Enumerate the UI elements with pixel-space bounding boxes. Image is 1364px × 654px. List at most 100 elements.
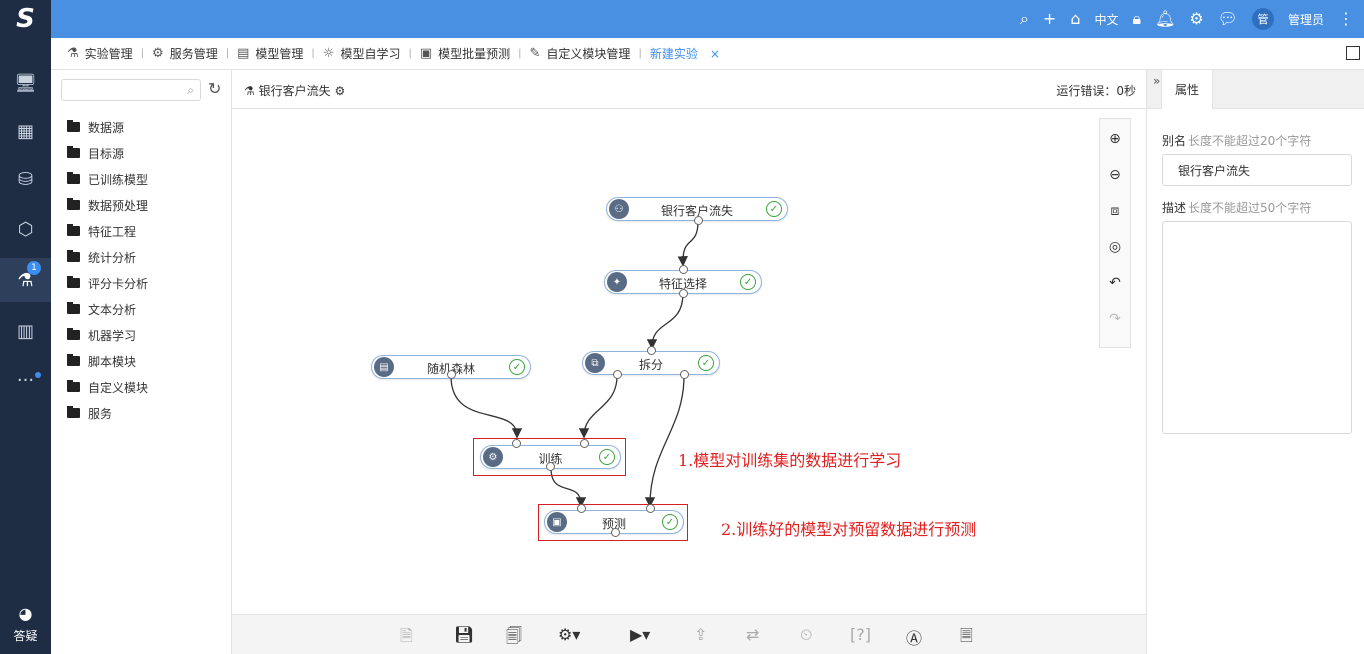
tree-item[interactable]: 机器学习 — [67, 322, 148, 348]
tab-service-management[interactable]: ⚙服务管理 — [152, 46, 218, 61]
save-as-icon[interactable]: 🗐︎ — [506, 626, 522, 645]
chat-icon[interactable]: 💬︎ — [1217, 9, 1238, 28]
tree-item[interactable]: 评分卡分析 — [67, 270, 148, 296]
input-port[interactable] — [679, 265, 688, 274]
tab-batch-predict[interactable]: ▣模型批量预测 — [419, 46, 511, 61]
tab-separator: | — [638, 48, 642, 59]
help-icon[interactable]: [?] — [850, 625, 871, 644]
fit-view-icon[interactable]: ⧈ — [1110, 203, 1120, 219]
settings-icon[interactable]: ⚙ — [1189, 9, 1204, 28]
more-icon[interactable]: ⋮ — [1338, 9, 1354, 28]
notification-dot — [35, 372, 41, 378]
chart-icon: ▥ — [16, 320, 34, 342]
sidebar-item-monitor[interactable]: 🖥︎ — [0, 63, 51, 103]
sidebar-item-database[interactable]: ⛁ — [0, 159, 51, 199]
output-port[interactable] — [680, 370, 689, 379]
feature-icon: ✦ — [607, 272, 627, 292]
close-icon[interactable]: × — [709, 46, 720, 61]
tree-item[interactable]: 数据源 — [67, 114, 148, 140]
sidebar-item-more[interactable]: ··· — [0, 360, 51, 400]
node-split[interactable]: ⧉ 拆分 ✓ — [582, 351, 720, 375]
output-port[interactable] — [546, 462, 555, 471]
node-bank-churn[interactable]: ⚇ 银行客户流失 ✓ — [606, 197, 788, 221]
search-icon[interactable]: ⌕ — [1019, 9, 1029, 28]
output-port[interactable] — [611, 528, 620, 537]
input-port[interactable] — [577, 504, 586, 513]
tree-item[interactable]: 统计分析 — [67, 244, 148, 270]
refresh-icon[interactable]: ↻ — [208, 79, 222, 98]
schedule-icon[interactable]: ⏲ — [800, 625, 813, 644]
help-label: 答疑 — [13, 629, 38, 643]
grid-icon: ▦ — [16, 120, 34, 142]
tab-model-self-learning[interactable]: ☼模型自学习 — [322, 46, 401, 61]
zoom-out-icon[interactable]: ⊖ — [1109, 167, 1121, 183]
search-input[interactable]: ⌕ — [61, 79, 201, 101]
app-logo[interactable]: S — [0, 0, 51, 38]
success-check-icon: ✓ — [599, 449, 615, 465]
tree-item[interactable]: 数据预处理 — [67, 192, 148, 218]
bulb-icon: ☼ — [322, 46, 335, 61]
output-port[interactable] — [694, 216, 703, 225]
input-port[interactable] — [646, 504, 655, 513]
avatar[interactable]: 管 — [1251, 8, 1274, 30]
export-icon[interactable]: ⇪ — [694, 625, 708, 644]
sidebar-item-cube[interactable]: ⬡ — [0, 209, 51, 249]
save-icon[interactable]: 💾︎ — [454, 625, 475, 644]
input-port[interactable] — [647, 346, 656, 355]
output-port[interactable] — [679, 289, 688, 298]
user-name[interactable]: 管理员 — [1287, 12, 1324, 27]
run-error-status: 运行错误：0秒 — [1056, 84, 1136, 98]
input-port[interactable] — [580, 439, 589, 448]
tab-experiment-management[interactable]: ⚗实验管理 — [67, 46, 133, 61]
tab-new-experiment[interactable]: 新建实验 — [649, 47, 698, 61]
folder-icon — [67, 406, 80, 418]
lock-icon[interactable]: 🔒︎ — [1132, 9, 1142, 28]
tab-bar: ⚗实验管理 | ⚙服务管理 | ▤模型管理 | ☼模型自学习 | ▣模型批量预测… — [51, 38, 1364, 70]
zoom-in-icon[interactable]: ⊕ — [1109, 131, 1121, 147]
tree-item[interactable]: 脚本模块 — [67, 348, 148, 374]
maximize-button[interactable] — [1346, 46, 1360, 60]
tab-custom-module-management[interactable]: ✎自定义模块管理 — [529, 46, 631, 61]
tree-item[interactable]: 自定义模块 — [67, 374, 148, 400]
experiment-title[interactable]: ⚗ 银行客户流失 ⚙ — [244, 84, 346, 98]
bell-icon[interactable]: 🔔︎ — [1155, 9, 1176, 28]
description-textarea[interactable] — [1162, 221, 1352, 434]
locate-icon[interactable]: ◎ — [1108, 239, 1122, 255]
plus-icon[interactable]: + — [1042, 9, 1057, 28]
help-button[interactable]: ◕ 答疑 — [0, 604, 51, 644]
output-port[interactable] — [613, 370, 622, 379]
tree-item[interactable]: 文本分析 — [67, 296, 148, 322]
redo-icon[interactable]: ↷ — [1109, 311, 1121, 327]
run-settings-icon[interactable]: ⚙▾ — [558, 625, 581, 644]
input-port[interactable] — [512, 439, 521, 448]
collapse-icon[interactable]: » — [1153, 74, 1161, 88]
undo-icon[interactable]: ↶ — [1109, 275, 1121, 291]
sidebar-item-experiment[interactable]: ⚗ 1 — [0, 258, 51, 302]
tree-item[interactable]: 特征工程 — [67, 218, 148, 244]
sidebar-item-chart[interactable]: ▥ — [0, 311, 51, 351]
refresh-icon[interactable]: ⇄ — [746, 625, 760, 644]
alias-input[interactable]: 银行客户流失 — [1162, 154, 1352, 186]
log-icon[interactable]: 🗏︎ — [960, 626, 973, 645]
document-icon[interactable]: 🗎︎ — [400, 626, 413, 645]
home-icon[interactable]: ⌂ — [1070, 9, 1081, 28]
alias-label: 别名长度不能超过20个字符 — [1162, 134, 1312, 148]
settings-icon[interactable]: ⚙ — [334, 84, 346, 98]
tab-separator: | — [408, 48, 412, 59]
model-icon: ▤ — [374, 357, 394, 377]
sidebar-item-grid[interactable]: ▦ — [0, 111, 51, 151]
output-port[interactable] — [447, 370, 456, 379]
auto-layout-icon[interactable]: Ⓐ — [906, 629, 923, 648]
tab-model-management[interactable]: ▤模型管理 — [237, 46, 304, 61]
tree-item[interactable]: 服务 — [67, 400, 148, 426]
tree-item[interactable]: 已训练模型 — [67, 166, 148, 192]
workflow-canvas[interactable]: ⚇ 银行客户流失 ✓ ✦ 特征选择 ✓ ▤ 随机森林 ✓ ⧉ 拆分 ✓ ⚙ 训练… — [232, 109, 1146, 614]
language-switch[interactable]: 中文 — [1094, 12, 1119, 27]
run-icon[interactable]: ▶▾ — [630, 625, 651, 644]
edge-3-5 — [450, 375, 523, 439]
tab-properties[interactable]: 属性 — [1161, 70, 1213, 109]
tree-item[interactable]: 目标源 — [67, 140, 148, 166]
flask-icon: ⚗ — [67, 46, 79, 61]
folder-icon — [67, 354, 80, 366]
folder-icon — [67, 120, 80, 132]
